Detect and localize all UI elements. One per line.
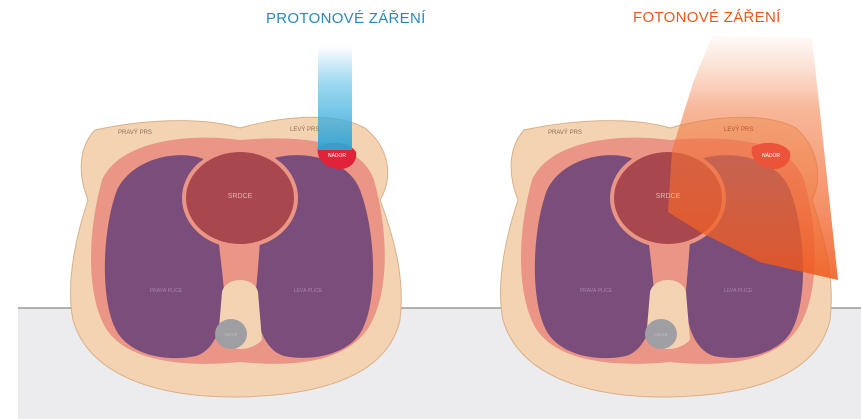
right-label-right-breast: PRAVÝ PRS [548,129,582,136]
right-label-left-lung: LEVÁ PLÍCE [724,287,753,294]
right-label-left-breast: LEVÝ PRS [724,126,753,133]
left-label-left-breast: LEVÝ PRS [290,126,319,133]
right-label-tumor: NÁDOR [762,152,780,159]
left-label-spine: PÁTEŘ [224,332,237,337]
left-label-right-breast: PRAVÝ PRS [118,129,152,136]
right-panel: PRAVÝ PRS LEVÝ PRS SRDCE NÁDOR PRAVÁ PLÍ… [501,36,838,397]
right-label-spine: PÁTEŘ [654,332,667,337]
right-label-heart: SRDCE [656,193,681,200]
right-label-right-lung: PRAVÁ PLÍCE [580,287,613,294]
proton-title: PROTONOVÉ ZÁŘENÍ [266,10,426,27]
photon-title: FOTONOVÉ ZÁŘENÍ [633,9,781,26]
left-label-right-lung: PRAVÁ PLÍCE [150,287,183,294]
proton-beam [318,46,352,150]
left-label-left-lung: LEVÁ PLÍCE [294,287,323,294]
left-panel: PRAVÝ PRS LEVÝ PRS SRDCE NÁDOR PRAVÁ PLÍ… [71,46,402,397]
left-label-tumor: NÁDOR [328,152,346,159]
left-label-heart: SRDCE [228,193,253,200]
